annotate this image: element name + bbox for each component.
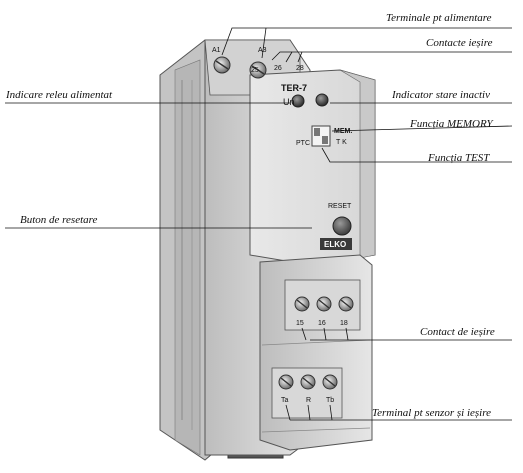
callout-output-contacts: Contacte ieșire xyxy=(426,37,493,49)
callout-sensor-output-terminal: Terminal pt senzor și ieșire xyxy=(372,407,491,419)
mid-terminal-label-18: 18 xyxy=(340,320,348,327)
terminal-label-25: 25 xyxy=(251,67,259,74)
bottom-terminal-label-r: R xyxy=(306,397,312,404)
reset-button[interactable] xyxy=(332,216,352,236)
middle-terminal-screws xyxy=(294,296,354,312)
brand-label: ELKO xyxy=(324,240,347,249)
callout-reset-button: Buton de resetare xyxy=(20,214,98,226)
top-terminal-screws xyxy=(213,56,267,79)
led-label: Un xyxy=(283,97,295,107)
switch-ptc-label: PTC xyxy=(296,140,310,147)
bottom-terminal-label-tb: Tb xyxy=(326,397,335,404)
terminal-label-a3: A3 xyxy=(258,47,267,54)
terminal-label-26: 26 xyxy=(274,65,282,72)
terminal-label-a1: A1 xyxy=(212,47,221,54)
mid-terminal-label-16: 16 xyxy=(318,320,326,327)
inactive-led xyxy=(315,93,329,107)
callout-power-relay-indicator: Indicare releu alimentat xyxy=(6,89,113,101)
callout-test-function: Funcția TEST xyxy=(428,152,490,164)
callout-output-contact: Contact de ieșire xyxy=(420,326,495,338)
switch-mem-label: MEM. xyxy=(334,128,353,135)
brand-plate xyxy=(320,238,352,250)
reset-label: RESET xyxy=(328,203,352,210)
callout-memory-function: Funcția MEMORY xyxy=(410,118,493,130)
dip-switch[interactable] xyxy=(311,125,331,147)
leader-lines xyxy=(5,27,513,421)
terminal-label-28: 28 xyxy=(296,65,304,72)
model-label: TER-7 xyxy=(281,83,308,93)
switch-tk-label: T K xyxy=(336,139,347,146)
device-housing xyxy=(204,39,376,456)
mid-terminal-label-15: 15 xyxy=(296,320,304,327)
callout-inactive-state-indicator: Indicator stare inactiv xyxy=(392,89,490,101)
bottom-terminal-label-ta: Ta xyxy=(281,397,289,404)
power-led xyxy=(291,94,305,108)
callout-power-terminals: Terminale pt alimentare xyxy=(386,12,492,24)
bottom-terminal-screws xyxy=(278,374,338,390)
